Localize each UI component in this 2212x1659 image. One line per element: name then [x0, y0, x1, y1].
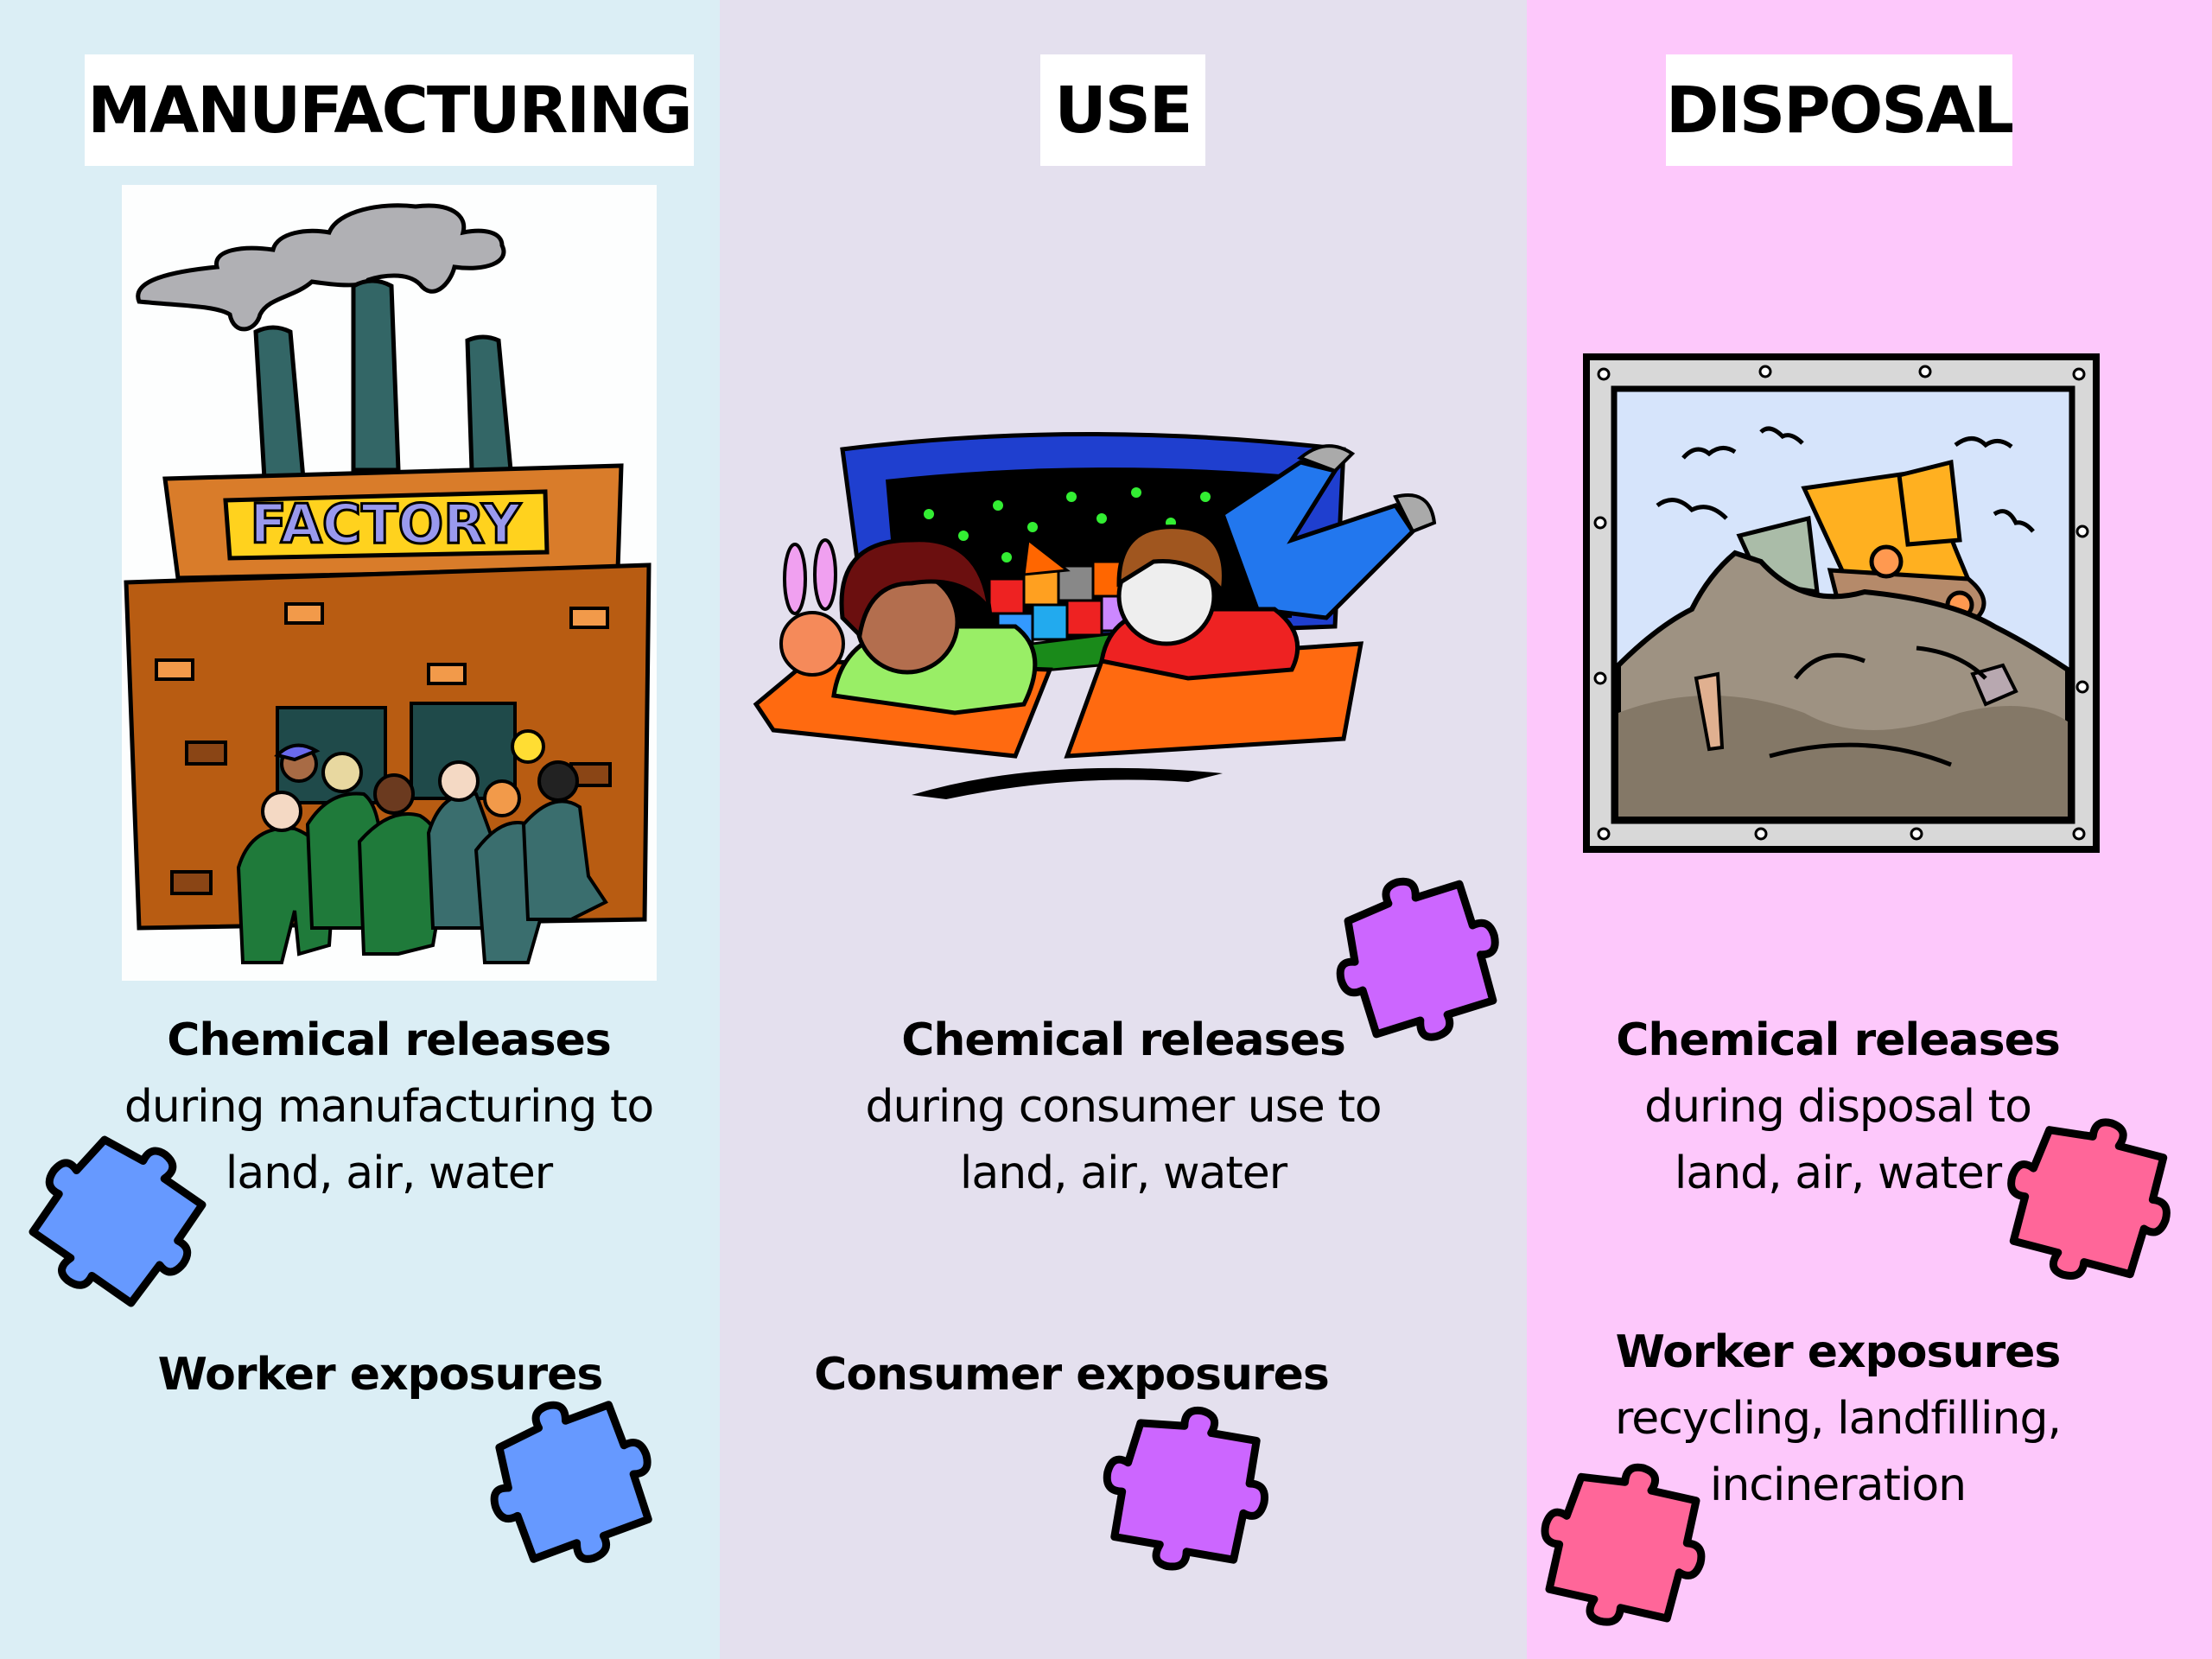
boy-sock-2: [1393, 493, 1437, 534]
disposal-releases-line-1: during disposal to: [1644, 1081, 2032, 1133]
factory-sign-text: FACTORY: [251, 493, 522, 556]
sleeping-children-illustration: [753, 432, 1437, 799]
use-releases-line-1: during consumer use to: [865, 1081, 1382, 1133]
bunny-toy: [779, 538, 845, 677]
disposal-releases-heading: Chemical releases: [1616, 1014, 2061, 1066]
bulldozer: [1736, 459, 1986, 620]
birds: [1656, 426, 2035, 533]
disposal-exposures: Worker exposures recycling, landfilling,…: [1527, 1319, 2149, 1519]
use-releases-heading: Chemical releases: [901, 1014, 1346, 1066]
manufacturing-releases-heading: Chemical releases: [167, 1014, 612, 1066]
factory-windows: [155, 602, 609, 685]
disposal-exposures-heading: Worker exposures: [1615, 1326, 2062, 1378]
boy-hair: [1116, 524, 1226, 598]
smoke-cloud: [136, 203, 506, 332]
workers-group: [236, 729, 608, 964]
header-manufacturing: MANUFACTURING: [85, 54, 694, 166]
disposal-exposures-line-2: incineration: [1709, 1459, 1967, 1511]
girl-hair: [839, 537, 993, 640]
factory-illustration: FACTORY: [122, 185, 657, 981]
mound-shadow: [1618, 696, 2068, 817]
boy-sock-1: [1297, 444, 1356, 474]
disposal-releases-line-2: land, air, water: [1674, 1147, 2002, 1199]
disposal-releases: Chemical releases during disposal to lan…: [1527, 1007, 2149, 1207]
wooden-plank: [1694, 671, 1725, 752]
use-exposures-heading: Consumer exposures: [814, 1349, 1330, 1401]
use-exposures: Consumer exposures: [743, 1342, 1400, 1408]
mound-lines: [1769, 645, 1987, 767]
manufacturing-exposures: Worker exposures: [17, 1342, 743, 1408]
frame-rivets: [1593, 365, 2089, 841]
use-releases: Chemical releases during consumer use to…: [743, 1007, 1503, 1207]
landfill-bulldozer-illustration: [1583, 353, 2100, 853]
puzzle-piece-purple-icon: [1315, 856, 1520, 1061]
shadow-swoosh: [912, 767, 1223, 799]
manufacturing-releases-line-1: during manufacturing to: [124, 1081, 654, 1133]
header-use: USE: [1040, 54, 1205, 166]
manufacturing-exposures-heading: Worker exposures: [157, 1349, 604, 1401]
header-disposal: DISPOSAL: [1666, 54, 2014, 166]
chimney-left: [253, 325, 306, 481]
chimney-middle: [351, 278, 401, 473]
chimney-right: [465, 334, 513, 473]
use-releases-line-2: land, air, water: [959, 1147, 1287, 1199]
manufacturing-releases-line-2: land, air, water: [225, 1147, 553, 1199]
factory-sign: [223, 489, 550, 561]
disposal-exposures-line-1: recycling, landfilling,: [1615, 1393, 2062, 1445]
manufacturing-releases: Chemical releases during manufacturing t…: [17, 1007, 760, 1207]
column-use: [720, 0, 1527, 1659]
